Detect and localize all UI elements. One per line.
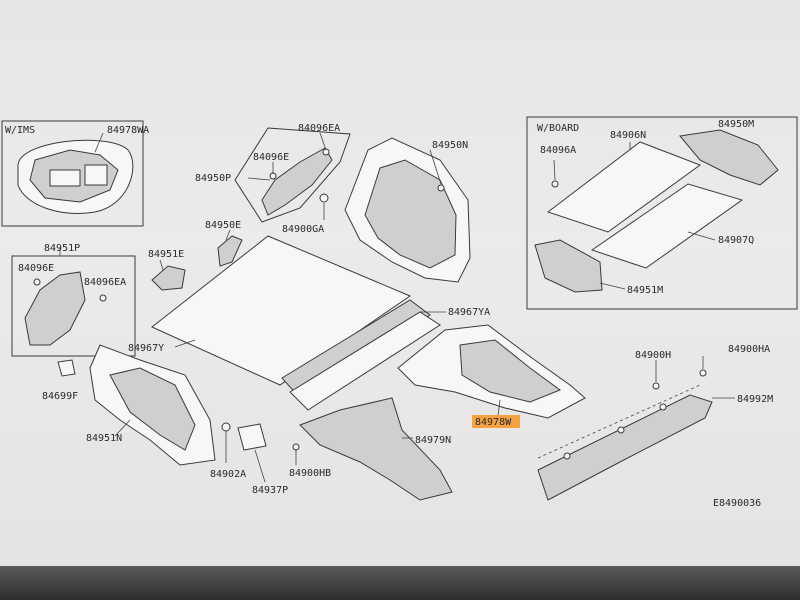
center-bracket-group [151, 127, 351, 291]
part-label-84950e: 84950E [205, 220, 241, 231]
clip-part [617, 426, 625, 434]
board-inset [526, 116, 798, 310]
bracket-part-84950e [217, 235, 243, 267]
clip-part [437, 184, 445, 192]
part-label-84992m: 84992M [737, 394, 773, 405]
board-part-84906n [546, 141, 702, 233]
clip-part [99, 294, 107, 302]
clip-part-84902a [221, 422, 231, 432]
side-trim-inner [364, 159, 457, 269]
leader-line [114, 419, 131, 437]
ims-inset-frame [1, 120, 144, 227]
part-label-84900ga: 84900GA [282, 224, 324, 235]
part-label-84902a: 84902A [210, 469, 246, 480]
part-label-84699f: 84699F [42, 391, 78, 402]
leader-line [429, 149, 442, 185]
board-inset-frame [526, 116, 798, 310]
clip-part [659, 403, 667, 411]
leader-line [497, 399, 501, 417]
floor-board-84967ya [289, 311, 441, 411]
center-lower-group [221, 397, 453, 501]
part-label-84096ea-left: 84096EA [84, 277, 126, 288]
left-bracket-group [11, 248, 136, 377]
part-label-84907q: 84907Q [718, 235, 754, 246]
tray-pocket [84, 164, 108, 186]
part-label-84096e-left: 84096E [18, 263, 54, 274]
side-bracket-part [24, 271, 86, 346]
leader-line [319, 132, 327, 151]
leader-line [94, 132, 104, 153]
part-label-84900ha: 84900HA [728, 344, 770, 355]
part-labels: W/IMS 84978WA 84951P 84096E 84096EA 8469… [5, 119, 773, 509]
part-label-84951e: 84951E [148, 249, 184, 260]
floor-board-84967y [151, 235, 412, 386]
part-label-84978wa: 84978WA [107, 125, 149, 136]
hook-part-84937p [237, 423, 267, 451]
leader-lines [114, 132, 735, 483]
board-part-84907q [590, 183, 744, 269]
monitor-bezel [0, 566, 800, 600]
side-trim-inner [109, 367, 196, 451]
leader-line [687, 231, 716, 241]
part-label-84900hb: 84900HB [289, 468, 331, 479]
group-label-board: W/BOARD [537, 123, 579, 134]
part-label-84950m: 84950M [718, 119, 754, 130]
leader-line [174, 339, 196, 348]
part-label-84900h: 84900H [635, 350, 671, 361]
sill-plate-84992m [537, 394, 713, 501]
board-part-84950m [679, 129, 779, 186]
left-bracket-frame [11, 255, 136, 357]
left-side-trim-group [89, 344, 216, 466]
part-label-84096ea-center: 84096EA [298, 123, 340, 134]
leader-line [599, 282, 626, 290]
clip-part-84900ga [319, 193, 329, 203]
clip-part-84699f [57, 359, 76, 377]
part-label-84950n: 84950N [432, 140, 468, 151]
part-label-84096e-center: 84096E [253, 152, 289, 163]
sill-plate-group [537, 369, 713, 501]
ims-inset [1, 120, 144, 227]
center-bracket-frame [234, 127, 351, 223]
part-label-84906n: 84906N [610, 130, 646, 141]
clip-part [563, 452, 571, 460]
clip-part-84900h [652, 382, 660, 390]
clip-part-84900hb [292, 443, 300, 451]
board-part-84951m [534, 239, 603, 293]
clip-part-84900ha [699, 369, 707, 377]
part-label-84979n: 84979N [415, 435, 451, 446]
clip-part-84096a [551, 180, 559, 188]
floor-board-group [151, 235, 441, 411]
bracket-part-84950p [261, 147, 333, 216]
tray-pocket [49, 169, 81, 187]
part-label-84096a: 84096A [540, 145, 576, 156]
leader-line [159, 259, 164, 271]
leader-line [553, 159, 556, 181]
part-label-84967y: 84967Y [128, 343, 164, 354]
part-label-84951p: 84951P [44, 243, 80, 254]
lower-trim-84979n [299, 397, 453, 501]
bracket-part-84951e [151, 265, 186, 291]
part-label-84951n: 84951N [86, 433, 122, 444]
leader-line [247, 177, 271, 181]
clip-part [33, 278, 41, 286]
part-label-84967ya: 84967YA [448, 307, 490, 318]
wheelhouse-trim-group [344, 137, 471, 283]
right-lower-group [397, 324, 586, 419]
trim-part-inner [459, 339, 562, 403]
part-label-84951m: 84951M [627, 285, 663, 296]
part-label-84978w: 84978W [475, 417, 512, 428]
highlight-marker [472, 415, 520, 428]
diagram-code: E8490036 [713, 498, 761, 509]
leader-line [225, 229, 231, 241]
leader-line [254, 449, 266, 483]
part-label-84937p: 84937P [252, 485, 288, 496]
group-label-ims: W/IMS [5, 125, 35, 136]
part-label-84950p: 84950P [195, 173, 231, 184]
